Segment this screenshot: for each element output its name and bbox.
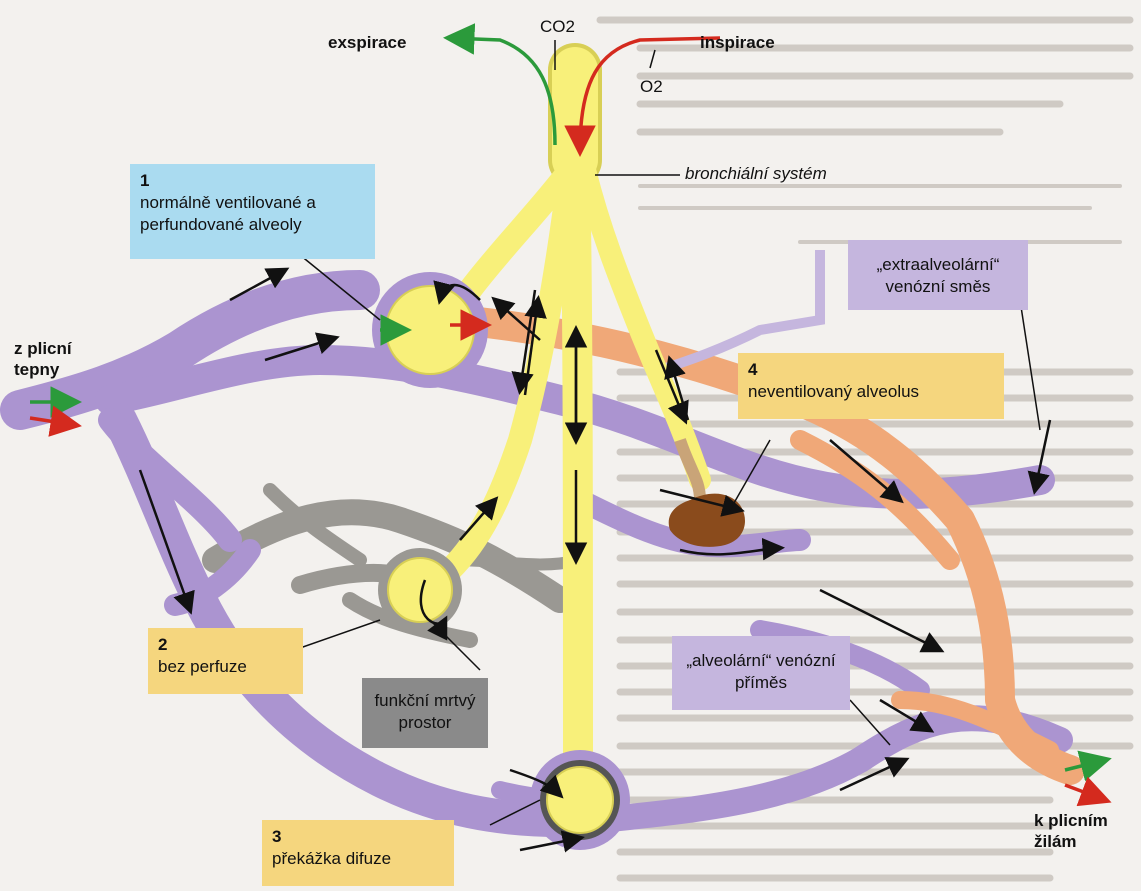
box-no-perfusion-number: 2 — [158, 634, 293, 656]
box-diffusion-barrier-text: překážka difuze — [272, 849, 391, 868]
box-normal-text: normálně ventilované a perfundované alve… — [140, 193, 316, 234]
box-alveolar-shunt-text: „alveolární“ venózní příměs — [686, 651, 835, 692]
o2-label: O2 — [640, 76, 663, 97]
box-extraalveolar-mix: „extraalveolární“ venózní směs — [848, 240, 1028, 310]
inspiration-label: inspirace — [700, 32, 775, 53]
bronchial-system-label: bronchiální systém — [685, 163, 827, 184]
alveolus-diffusion-barrier — [530, 750, 630, 850]
co2-label: CO2 — [540, 16, 575, 37]
alveolus-no-perfusion — [378, 548, 462, 632]
box-non-ventilated: 4 neventilovaný alveolus — [738, 353, 1004, 419]
box-no-perfusion: 2 bez perfuze — [148, 628, 303, 694]
box-non-ventilated-number: 4 — [748, 359, 994, 381]
from-pulmonary-artery-label: z plicní tepny — [14, 338, 94, 380]
box-normal-alveoli: 1 normálně ventilované a perfundované al… — [130, 164, 375, 259]
box-dead-space: funkční mrtvý prostor — [362, 678, 488, 748]
to-pulmonary-veins-label: k plicním žilám — [1034, 810, 1124, 852]
box-non-ventilated-text: neventilovaný alveolus — [748, 382, 919, 401]
box-diffusion-barrier-number: 3 — [272, 826, 444, 848]
expiration-label: exspirace — [328, 32, 406, 53]
box-alveolar-shunt: „alveolární“ venózní příměs — [672, 636, 850, 710]
box-extraalveolar-mix-text: „extraalveolární“ venózní směs — [877, 255, 1000, 296]
box-no-perfusion-text: bez perfuze — [158, 657, 247, 676]
box-diffusion-barrier: 3 překážka difuze — [262, 820, 454, 886]
box-dead-space-text: funkční mrtvý prostor — [374, 691, 475, 732]
box-normal-number: 1 — [140, 170, 365, 192]
